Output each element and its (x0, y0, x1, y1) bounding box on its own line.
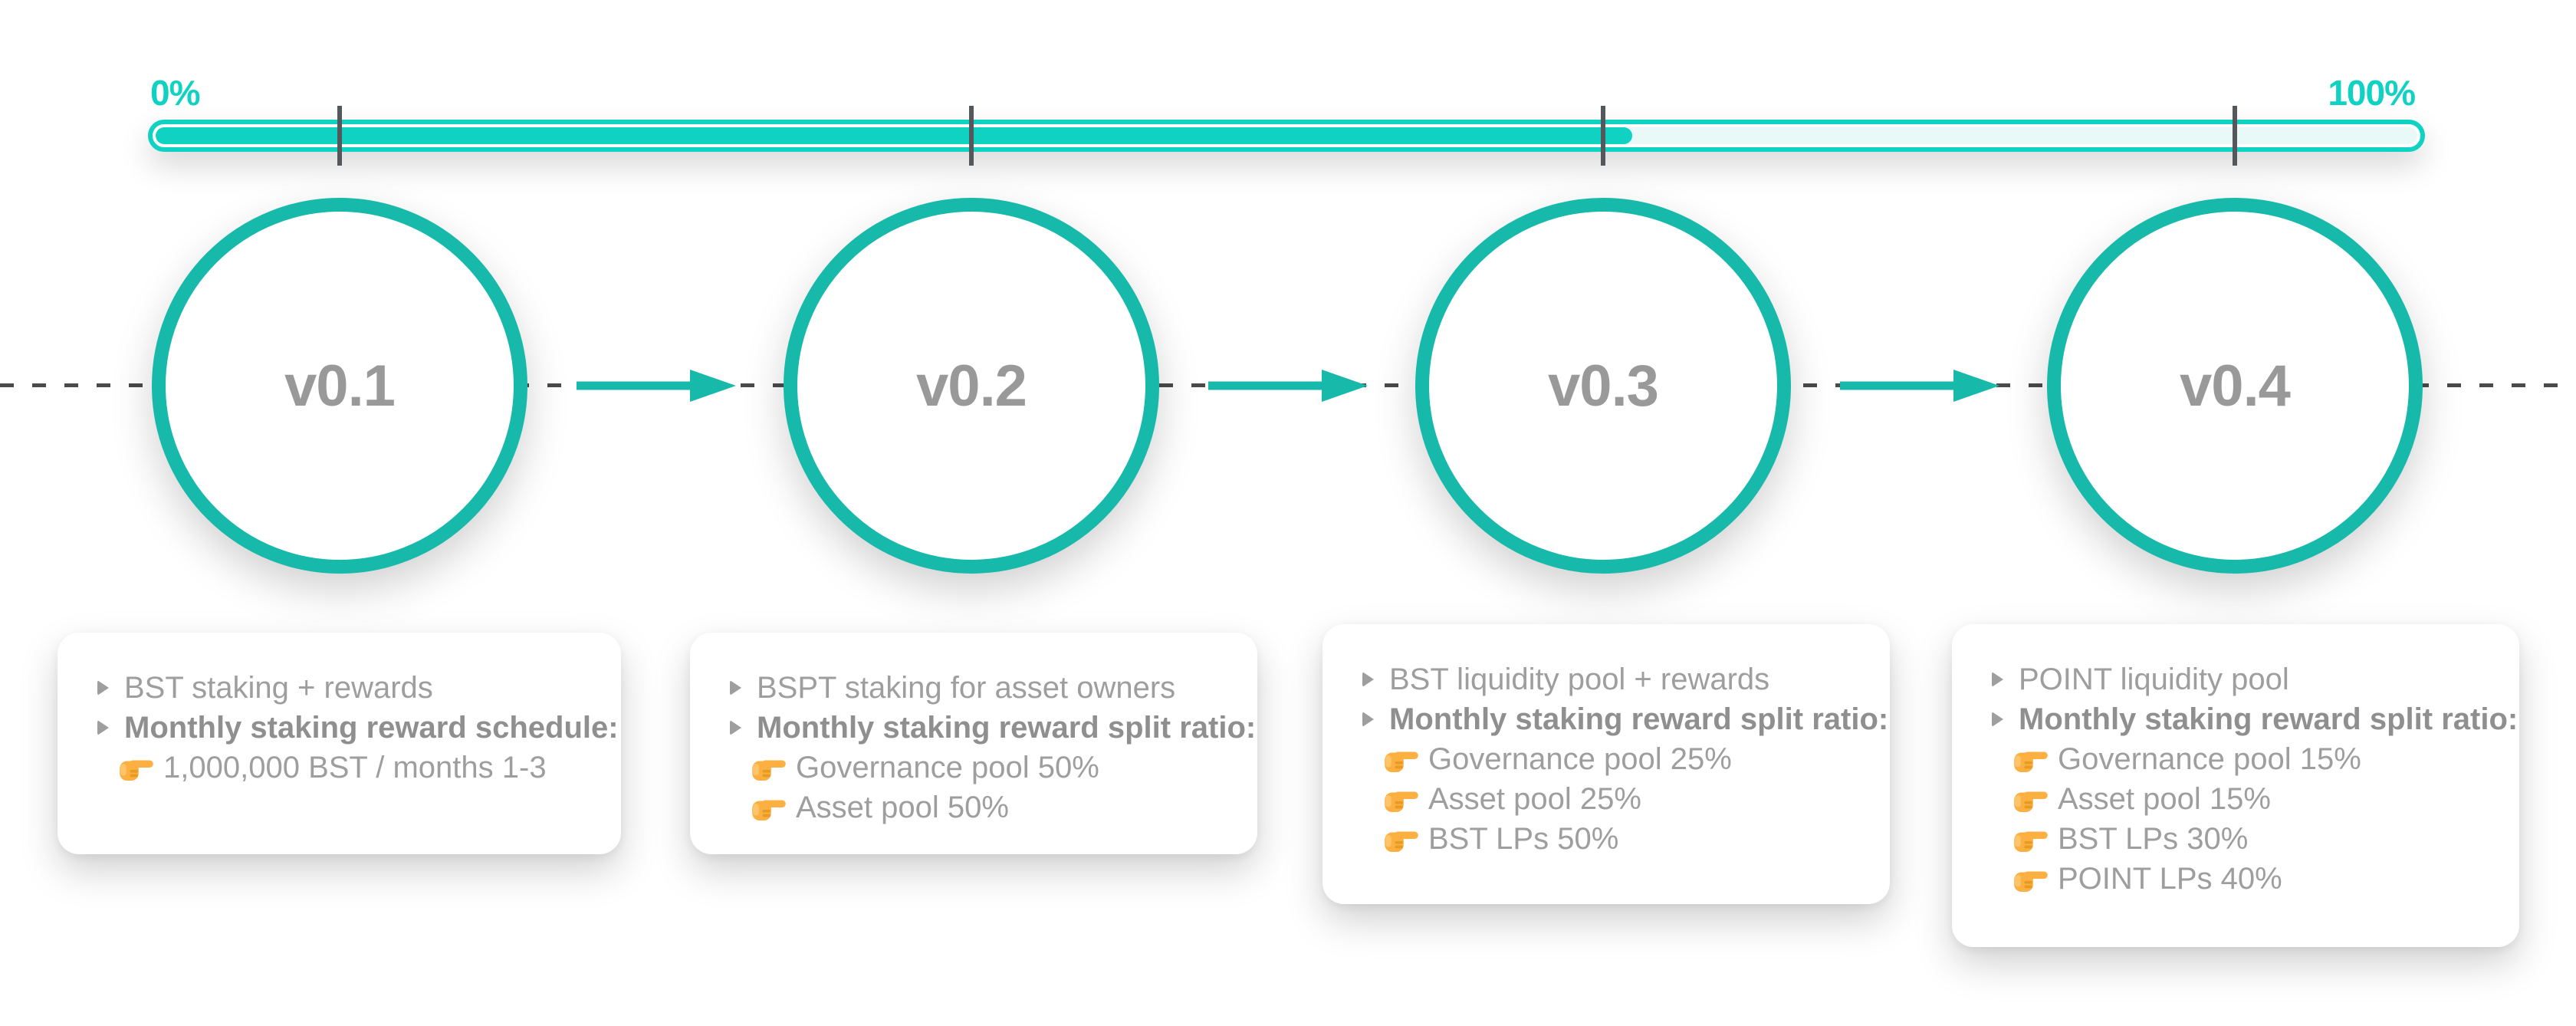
card-line: Asset pool 15% (1992, 779, 2479, 819)
milestone-version-label: v0.2 (916, 353, 1027, 419)
card-line-text: BST LPs 30% (2058, 821, 2249, 856)
card-line-text: 1,000,000 BST / months 1-3 (163, 750, 547, 784)
milestone-version-label: v0.1 (284, 353, 396, 419)
card-line: Governance pool 25% (1362, 739, 1850, 779)
card-line-text: Governance pool 15% (2058, 742, 2361, 776)
triangle-bullet-icon (1362, 712, 1374, 727)
triangle-bullet-icon (1992, 712, 2003, 727)
milestone-version-label: v0.4 (2180, 353, 2291, 419)
progress-end-label: 100% (2328, 73, 2416, 113)
pointing-finger-icon (1385, 751, 1418, 773)
card-line: Monthly staking reward split ratio: (1362, 699, 1888, 739)
milestone-circle-v0-3: v0.3 (1415, 198, 1791, 574)
milestone-circle-v0-1: v0.1 (152, 198, 527, 574)
arrow-right-icon (1840, 370, 1999, 402)
card-line-text: BST liquidity pool + rewards (1389, 662, 1770, 696)
card-line-text: Governance pool 25% (1428, 742, 1732, 776)
milestone-card-v0-1: BST staking + rewards Monthly staking re… (58, 633, 621, 854)
pointing-finger-icon (2014, 791, 2048, 813)
milestone-card-v0-2: BSPT staking for asset owners Monthly st… (690, 633, 1257, 854)
card-line: POINT LPs 40% (1992, 859, 2479, 899)
pointing-finger-icon (2014, 751, 2048, 773)
triangle-bullet-icon (730, 680, 741, 696)
card-line-text: BST LPs 50% (1428, 821, 1619, 856)
triangle-bullet-icon (97, 680, 109, 696)
triangle-bullet-icon (1992, 672, 2003, 687)
tick-mark-v0-4 (2233, 106, 2237, 166)
card-line-text: BSPT staking for asset owners (757, 670, 1176, 705)
card-line: BST liquidity pool + rewards (1362, 659, 1850, 699)
triangle-bullet-icon (1362, 672, 1374, 687)
card-line-text: Asset pool 15% (2058, 781, 2271, 816)
triangle-bullet-icon (97, 720, 109, 735)
triangle-bullet-icon (730, 720, 741, 735)
card-line-text: Asset pool 25% (1428, 781, 1641, 816)
pointing-finger-icon (752, 800, 786, 821)
milestone-card-v0-4: POINT liquidity pool Monthly staking rew… (1952, 624, 2519, 947)
card-line-text: Monthly staking reward split ratio: (2019, 702, 2518, 736)
card-line: Governance pool 50% (730, 748, 1217, 788)
progress-track (156, 127, 2417, 144)
pointing-finger-icon (2014, 871, 2048, 893)
card-line: Governance pool 15% (1992, 739, 2479, 779)
card-line: Asset pool 25% (1362, 779, 1850, 819)
card-line-text: POINT liquidity pool (2019, 662, 2289, 696)
card-line-text: Asset pool 50% (796, 790, 1009, 824)
pointing-finger-icon (752, 760, 786, 781)
progress-bar (148, 120, 2425, 152)
milestone-card-v0-3: BST liquidity pool + rewards Monthly sta… (1322, 624, 1890, 904)
milestone-circle-v0-4: v0.4 (2047, 198, 2423, 574)
card-line-text: POINT LPs 40% (2058, 861, 2282, 896)
arrow-right-icon (577, 370, 736, 402)
card-line-text: Monthly staking reward split ratio: (757, 710, 1257, 745)
progress-start-label: 0% (150, 73, 200, 113)
arrow-right-icon (1208, 370, 1368, 402)
card-line-text: Monthly staking reward schedule: (124, 710, 619, 745)
card-line-text: Monthly staking reward split ratio: (1389, 702, 1889, 736)
pointing-finger-icon (1385, 831, 1418, 853)
card-line-text: Governance pool 50% (796, 750, 1099, 784)
milestone-version-label: v0.3 (1548, 353, 1659, 419)
card-line: Monthly staking reward split ratio: (1992, 699, 2518, 739)
card-line: BST staking + rewards (97, 668, 581, 708)
tick-mark-v0-3 (1601, 106, 1605, 166)
card-line: Monthly staking reward split ratio: (730, 708, 1256, 748)
card-line: Asset pool 50% (730, 788, 1217, 827)
pointing-finger-icon (1385, 791, 1418, 813)
card-line: BST LPs 50% (1362, 819, 1850, 859)
card-line: POINT liquidity pool (1992, 659, 2479, 699)
card-line: 1,000,000 BST / months 1-3 (97, 748, 581, 788)
card-line: BST LPs 30% (1992, 819, 2479, 859)
card-line: BSPT staking for asset owners (730, 668, 1217, 708)
tick-mark-v0-1 (337, 106, 342, 166)
milestone-circle-v0-2: v0.2 (784, 198, 1159, 574)
card-line-text: BST staking + rewards (124, 670, 433, 705)
pointing-finger-icon (120, 760, 153, 781)
card-line: Monthly staking reward schedule: (97, 708, 619, 748)
tick-mark-v0-2 (969, 106, 974, 166)
pointing-finger-icon (2014, 831, 2048, 853)
progress-fill (156, 127, 1633, 144)
